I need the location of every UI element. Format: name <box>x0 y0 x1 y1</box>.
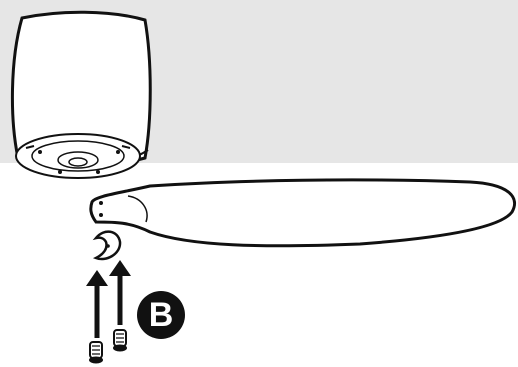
screw-left <box>89 342 103 364</box>
blade-bracket-clip <box>96 232 120 259</box>
motor-base-plate <box>16 134 140 178</box>
screw-right <box>113 330 127 352</box>
fan-blade <box>91 180 515 246</box>
step-label-badge: B <box>137 291 185 339</box>
insert-arrow-right <box>109 260 131 325</box>
insert-arrow-left <box>86 270 108 338</box>
